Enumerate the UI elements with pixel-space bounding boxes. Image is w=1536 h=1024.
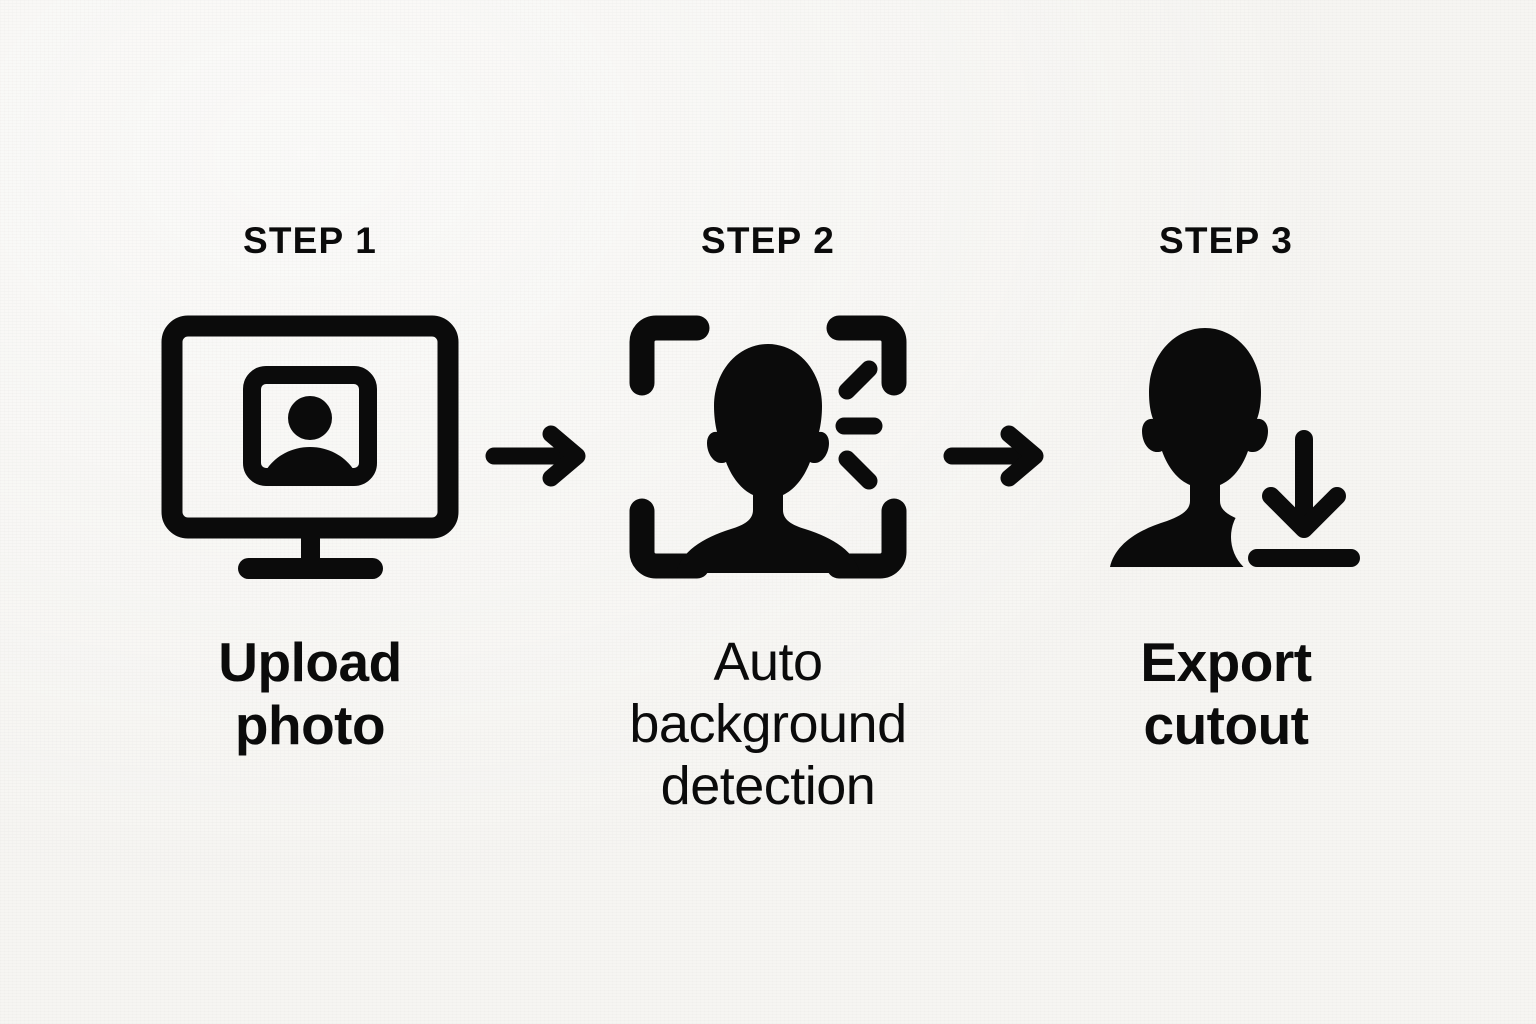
download-baseline (1248, 549, 1360, 567)
download-arrow (1262, 430, 1346, 538)
scan-bracket-bottom-left (629, 498, 710, 579)
scan-bracket-bottom-right (826, 498, 907, 579)
step-2-column: STEP 2 Auto background detection (603, 0, 933, 817)
right-arrow-icon (943, 425, 1044, 487)
person-avatar-head (288, 396, 332, 440)
person-silhouette (676, 344, 860, 573)
monitor-photo-upload-icon (160, 311, 460, 591)
person-avatar-body (261, 447, 359, 468)
step-1-label: STEP 1 (242, 220, 378, 261)
step-3-label: STEP 3 (1158, 220, 1294, 261)
step-1-caption: Upload photo (218, 631, 402, 757)
face-scan-detection-icon (618, 311, 918, 591)
person-export-download-icon (1076, 311, 1376, 591)
scan-bracket-top-left (629, 315, 710, 396)
person-silhouette-cutout (1110, 328, 1300, 567)
step-3-caption: Export cutout (1140, 631, 1312, 757)
photo-frame (243, 366, 377, 486)
step-3-column: STEP 3 (1061, 0, 1391, 758)
step-1-column: STEP 1 (145, 0, 475, 758)
monitor-base (238, 558, 383, 579)
arrow-step1-to-step2 (475, 0, 603, 491)
scan-bracket-top-right (826, 315, 907, 396)
right-arrow-icon (485, 425, 586, 487)
step-2-caption: Auto background detection (629, 632, 907, 817)
monitor-stand (301, 528, 320, 566)
step-2-label: STEP 2 (700, 220, 836, 261)
detection-dash-upper (838, 360, 878, 400)
detection-dash-lower (838, 450, 878, 490)
arrow-step2-to-step3 (933, 0, 1061, 491)
